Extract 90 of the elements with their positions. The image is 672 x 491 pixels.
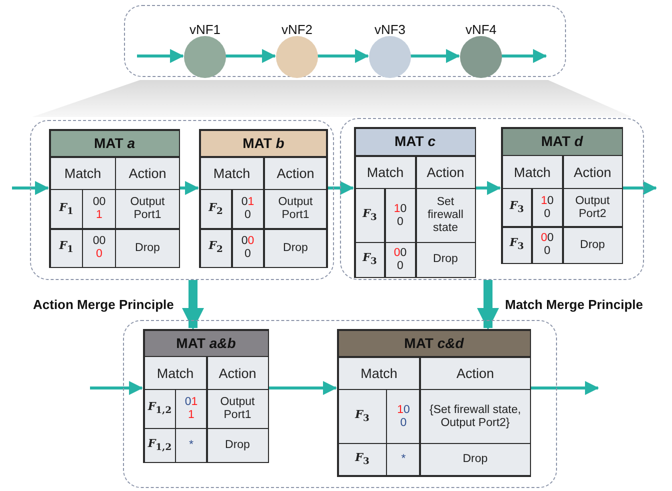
arrow xyxy=(327,181,354,195)
column-header: Action xyxy=(208,357,268,389)
column-header: Action xyxy=(116,158,178,189)
table-cell: F$_{3}$ xyxy=(338,390,386,443)
table-cell: F$_{1,2}$ xyxy=(144,429,175,462)
table-cell: F$_{1,2}$ xyxy=(144,390,175,428)
dashed-group xyxy=(30,120,334,280)
table-cell: F$_{1}$ xyxy=(50,230,82,266)
arrow xyxy=(410,49,460,63)
table-cell: 00 0 xyxy=(532,228,562,262)
vnf-node xyxy=(369,23,411,79)
table-cell: 10 0 xyxy=(532,189,562,226)
table-cell: F$_{3}$ xyxy=(502,189,532,226)
arrow xyxy=(137,49,184,63)
column-header: Action xyxy=(416,156,474,188)
column-header: Match xyxy=(338,358,420,389)
match-action-table xyxy=(143,329,269,463)
table-cell: 10 0 xyxy=(386,189,415,242)
column-header: Match xyxy=(356,156,415,188)
edge-label: Action Merge Principle xyxy=(33,297,174,312)
node-label: vNF3 xyxy=(373,23,407,37)
table-cell: Output Port2 xyxy=(564,189,622,226)
table-cell: 00 0 xyxy=(386,243,415,276)
match-action-table xyxy=(501,127,623,264)
table-header: MAT b xyxy=(200,130,326,156)
arrow xyxy=(475,181,501,195)
table-cell: F$_{2}$ xyxy=(200,230,231,266)
table-cell: Drop xyxy=(116,230,178,266)
table-cell: Drop xyxy=(564,228,622,262)
arrow xyxy=(268,381,337,395)
table-cell: F$_{3}$ xyxy=(356,189,384,242)
table-cell: 00 0 xyxy=(232,230,264,266)
arrow xyxy=(179,181,199,195)
dashed-group xyxy=(124,5,566,77)
table-cell: Drop xyxy=(420,444,530,476)
arrow xyxy=(622,181,657,195)
column-header: Match xyxy=(50,158,115,189)
table-cell: 01 0 xyxy=(232,190,264,228)
table-cell: Output Port1 xyxy=(264,190,326,228)
column-header: Match xyxy=(200,158,264,189)
vnf-node xyxy=(460,23,502,79)
column-header: Action xyxy=(420,358,530,389)
node-label: vNF1 xyxy=(188,23,222,37)
table-cell: 10 0 xyxy=(387,390,420,443)
table-cell: F$_{3}$ xyxy=(356,243,384,276)
table-cell: Set firewall state xyxy=(416,189,474,242)
zoom-projection xyxy=(32,80,632,117)
match-action-table xyxy=(199,129,328,268)
vnf-node xyxy=(276,23,318,79)
arrow xyxy=(501,49,547,63)
arrow xyxy=(477,280,499,330)
table-header: MAT d xyxy=(502,128,622,155)
table-cell: F$_{3}$ xyxy=(338,444,386,476)
table-header: MAT c&d xyxy=(338,330,530,356)
arrow xyxy=(12,181,49,195)
table-cell: * xyxy=(176,429,206,462)
match-action-table xyxy=(354,127,476,278)
column-header: Match xyxy=(502,156,562,188)
table-cell: Drop xyxy=(416,243,474,276)
arrow xyxy=(90,381,143,395)
dashed-group xyxy=(340,118,644,280)
table-cell: F$_{2}$ xyxy=(200,190,231,228)
vnf-node xyxy=(184,23,226,79)
edge-label: Match Merge Principle xyxy=(505,297,643,312)
table-cell: 00 0 xyxy=(83,230,115,266)
table-header: MAT a xyxy=(50,130,178,156)
table-header: MAT a&b xyxy=(144,330,268,356)
arrow xyxy=(530,381,599,395)
table-cell: 01 1 xyxy=(176,390,206,428)
column-header: Match xyxy=(144,357,206,389)
column-header: Action xyxy=(264,158,326,189)
table-cell: {Set firewall state, Output Port2} xyxy=(420,390,530,443)
dashed-group xyxy=(123,320,557,488)
node-label: vNF4 xyxy=(464,23,498,37)
node-label: vNF2 xyxy=(280,23,314,37)
match-action-table xyxy=(49,129,180,268)
arrow xyxy=(182,280,204,330)
table-cell: 00 1 xyxy=(83,190,115,228)
table-cell: * xyxy=(387,444,420,476)
column-header: Action xyxy=(564,156,622,188)
table-cell: Output Port1 xyxy=(208,390,268,428)
table-cell: Drop xyxy=(264,230,326,266)
table-header: MAT c xyxy=(356,128,474,156)
table-cell: F$_{3}$ xyxy=(502,228,532,262)
table-cell: Drop xyxy=(208,429,268,462)
table-cell: Output Port1 xyxy=(116,190,178,228)
arrow xyxy=(225,49,276,63)
match-action-table xyxy=(337,329,531,477)
arrow xyxy=(317,49,369,63)
table-cell: F$_{1}$ xyxy=(50,190,82,228)
